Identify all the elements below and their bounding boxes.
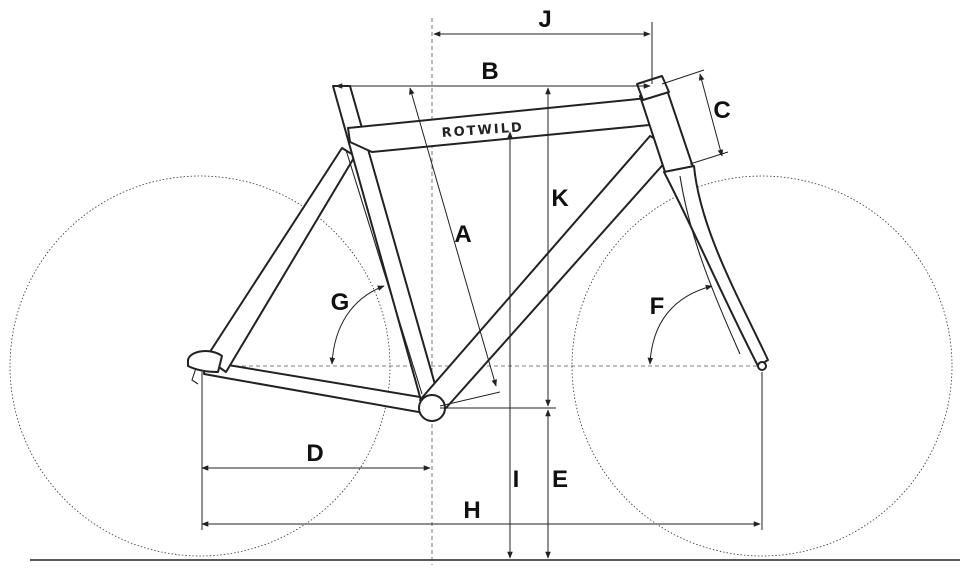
label-c: C (713, 97, 730, 124)
seatstay (205, 147, 356, 373)
dimension-lines (201, 22, 763, 559)
label-a: A (454, 221, 471, 248)
label-i: I (513, 466, 520, 493)
front-wheel (571, 175, 953, 557)
label-g: G (331, 289, 350, 316)
dim-arc-f (647, 284, 713, 365)
dim-ext-c-bottom (689, 151, 729, 165)
dim-ext-a (439, 391, 501, 407)
rear-dropout (187, 350, 223, 373)
headset-cap (636, 75, 670, 101)
seat-tube-inner-line (345, 149, 423, 395)
dim-line-c (698, 73, 724, 157)
dim-arc-g (329, 285, 385, 365)
label-h: H (463, 497, 480, 524)
fork (663, 165, 769, 367)
label-d: D (306, 440, 323, 467)
dim-ext-c-top (661, 69, 705, 85)
label-f: F (650, 293, 665, 320)
dimension-labels: J B C K A G F D I E H (306, 6, 730, 524)
dim-line-a (409, 87, 497, 387)
label-b: B (481, 58, 498, 85)
rear-derailleur-hanger (191, 367, 199, 385)
label-e: E (552, 466, 568, 493)
front-dropout (757, 361, 767, 371)
label-k: K (551, 185, 569, 212)
fork-center-line (679, 175, 741, 355)
label-j: J (538, 6, 551, 33)
